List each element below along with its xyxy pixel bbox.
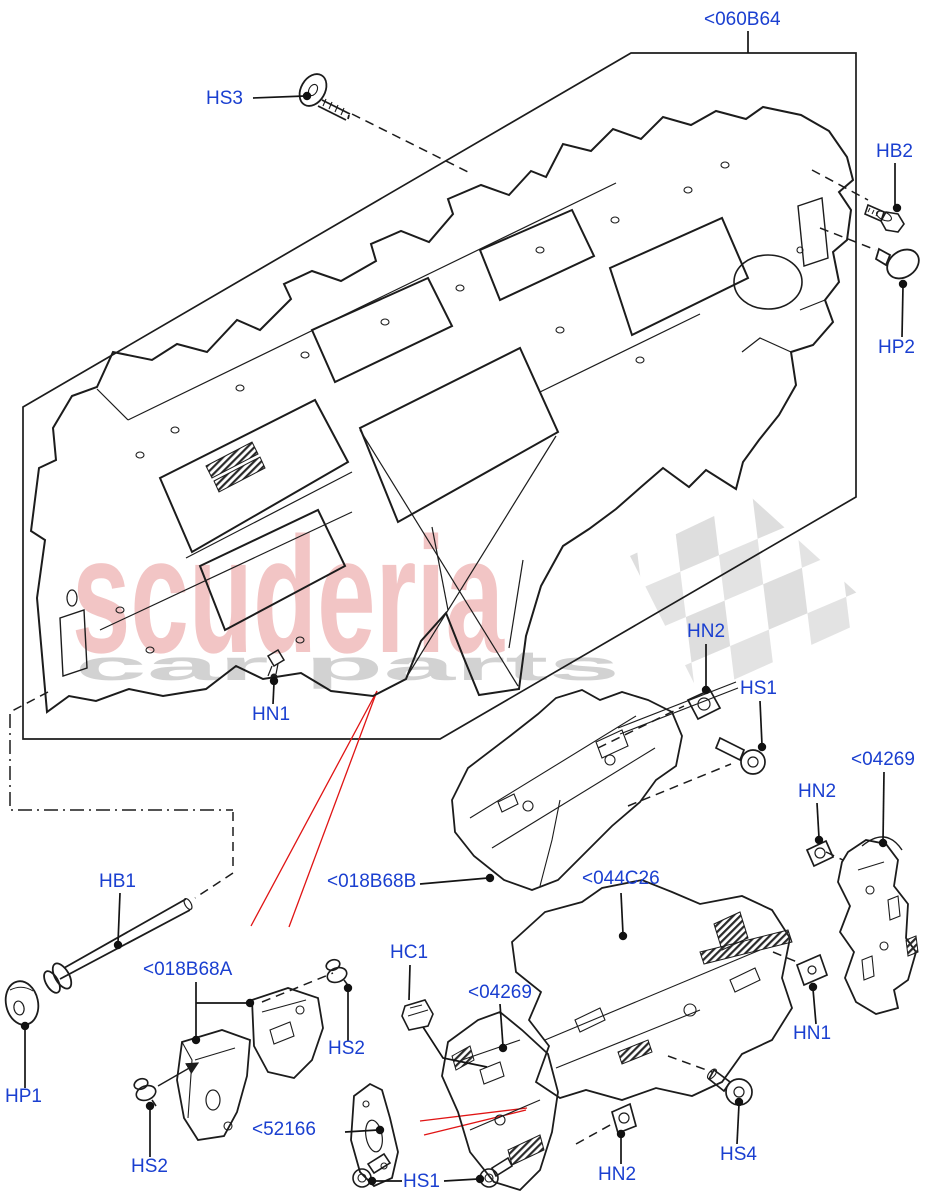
part-label-hs1-bottom[interactable]: HS1 — [403, 1171, 440, 1192]
part-label-hn2-mid[interactable]: HN2 — [798, 781, 837, 802]
part-label-hb1[interactable]: HB1 — [99, 871, 136, 892]
part-label-hb2[interactable]: HB2 — [876, 141, 913, 162]
fastener-hb2-bolt — [864, 203, 905, 233]
fastener-hs3-screw — [298, 73, 351, 121]
part-label-hp1[interactable]: HP1 — [5, 1086, 42, 1107]
fastener-hn1-clip-bottom — [795, 953, 829, 987]
fastener-hc1-clip — [401, 999, 434, 1031]
watermark-sub-text: car parts — [75, 642, 620, 689]
part-label-018B68A[interactable]: <018B68A — [143, 959, 233, 980]
part-label-hs2-upper[interactable]: HS2 — [328, 1038, 365, 1059]
fastener-hp2-plug — [874, 247, 920, 280]
part-label-04269-right[interactable]: <04269 — [851, 749, 915, 770]
part-label-hs4[interactable]: HS4 — [720, 1144, 757, 1165]
dashed-alignment-lines — [11, 113, 877, 1145]
part-label-hp2[interactable]: HP2 — [878, 337, 915, 358]
fastener-hn1-clip-mid — [266, 648, 286, 681]
part-label-hn2-bottom[interactable]: HN2 — [598, 1164, 637, 1185]
part-label-52166[interactable]: <52166 — [252, 1119, 316, 1140]
fastener-hs1-bolt-right — [479, 1156, 514, 1188]
fastener-hn2-clip-top — [686, 688, 722, 721]
dash-dot-axis-lines — [9, 714, 233, 811]
leader-lines — [24, 31, 904, 1182]
bracket-04269-right-drawing — [837, 836, 919, 1015]
part-label-044C26[interactable]: <044C26 — [582, 868, 660, 889]
fastener-hs4-screw — [706, 1068, 753, 1106]
bracket-52166-drawing — [350, 1082, 399, 1188]
part-label-hs2-lower[interactable]: HS2 — [131, 1156, 168, 1177]
bracket-04269-lower-drawing — [441, 1010, 559, 1192]
fastener-hp1-plug — [4, 980, 40, 1026]
part-label-hs1-mid[interactable]: HS1 — [740, 678, 777, 699]
part-label-hn1-mid[interactable]: HN1 — [252, 704, 291, 725]
leader-dots — [20, 91, 908, 1186]
part-label-04269-lower[interactable]: <04269 — [468, 982, 532, 1003]
checkered-flag-graphic — [630, 498, 880, 695]
part-label-hn1-bottom[interactable]: HN1 — [793, 1023, 832, 1044]
watermark-brand-text: scuderia — [72, 503, 505, 687]
bracket-044C26-drawing — [511, 879, 793, 1101]
fastener-hs2-screw-lower — [133, 1077, 157, 1107]
part-label-018B68B[interactable]: <018B68B — [327, 871, 417, 892]
fastener-hs2-screw-upper — [325, 958, 351, 989]
isometric-box-outline — [22, 52, 857, 740]
part-label-hn2-top[interactable]: HN2 — [687, 621, 726, 642]
part-label-hs3[interactable]: HS3 — [206, 88, 243, 109]
watermark: scuderia car parts — [72, 503, 620, 689]
part-label-hc1[interactable]: HC1 — [390, 942, 429, 963]
instrument-panel-frame-drawing — [29, 105, 855, 735]
part-label-060B64[interactable]: <060B64 — [704, 9, 781, 30]
bracket-018B68A-drawing — [157, 987, 324, 1141]
fastener-hs1-screw-mid — [714, 736, 766, 775]
fastener-hb1-bolt — [43, 897, 193, 994]
red-pointer-lines — [250, 690, 528, 1136]
fastener-hn2-clip-bottom — [610, 1102, 638, 1135]
bracket-018B68B-drawing — [451, 689, 683, 891]
